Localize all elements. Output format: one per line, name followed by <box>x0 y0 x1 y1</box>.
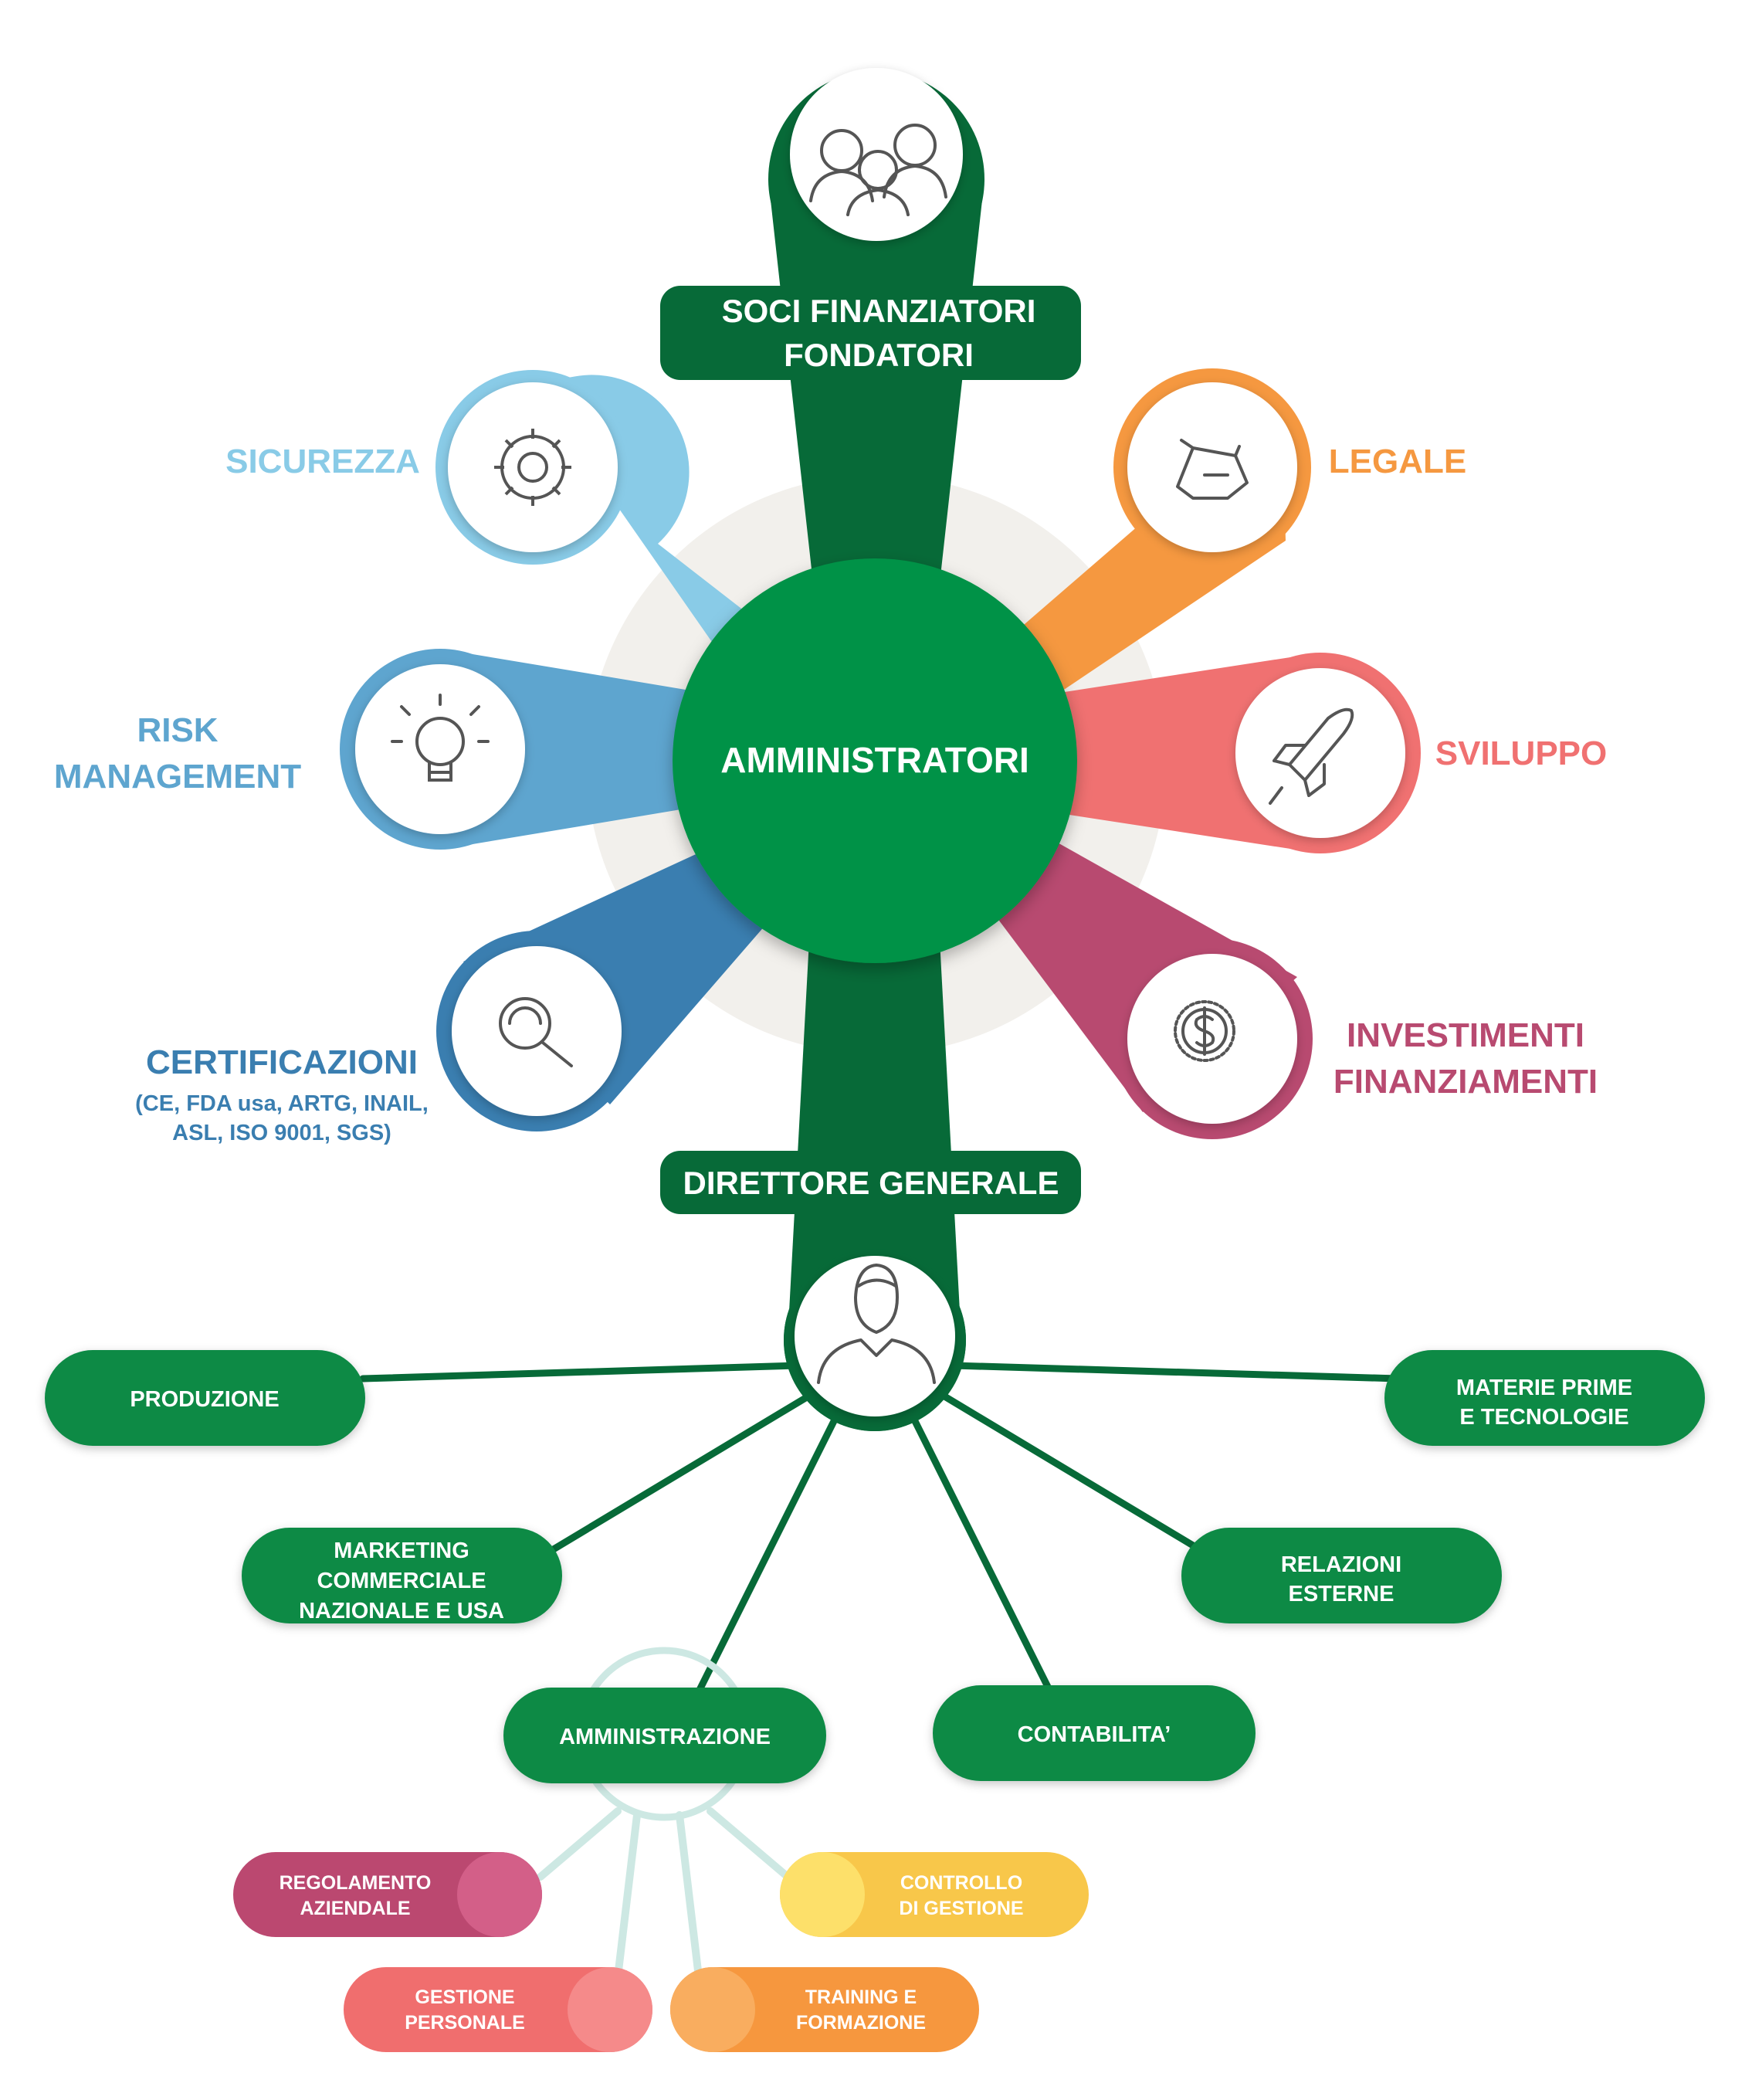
risk-icon-circle <box>355 664 525 834</box>
risk-label-line2: MANAGEMENT <box>54 758 301 796</box>
investimenti-label-line1: INVESTIMENTI <box>1347 1016 1584 1054</box>
dept-marketing-line1: MARKETING <box>334 1539 469 1563</box>
sub-gestione-line1: GESTIONE <box>415 1986 514 2008</box>
sub-gestione-line2: PERSONALE <box>405 2012 525 2034</box>
center-circle <box>673 558 1077 963</box>
top-icon-circle <box>790 68 963 241</box>
certificazioni-sub1: (CE, FDA usa, ARTG, INAIL, <box>135 1091 429 1116</box>
dept-amministrazione: AMMINISTRAZIONE <box>503 1688 826 1783</box>
top-label-line2: FONDATORI <box>784 337 974 373</box>
center-label: AMMINISTRATORI <box>720 740 1029 780</box>
dollar-coin-icon <box>1174 1000 1235 1062</box>
handshake-icon <box>1176 439 1249 500</box>
legale-label: LEGALE <box>1329 443 1466 480</box>
dept-materie-line2: E TECNOLOGIE <box>1459 1405 1628 1430</box>
sub-gestione: GESTIONE PERSONALE <box>344 1967 652 2052</box>
sub-regolamento-line2: AZIENDALE <box>300 1898 410 1919</box>
lightbulb-icon <box>391 694 490 782</box>
rocket-icon <box>1269 707 1354 805</box>
director-icon-circle <box>795 1256 955 1416</box>
sviluppo-label: SVILUPPO <box>1435 734 1608 772</box>
dept-amministrazione-label: AMMINISTRAZIONE <box>559 1725 771 1749</box>
dept-relazioni-line2: ESTERNE <box>1289 1582 1394 1606</box>
dept-contabilita: CONTABILITA’ <box>933 1685 1256 1781</box>
sub-controllo: CONTROLLO DI GESTIONE <box>780 1852 1089 1937</box>
dept-produzione: PRODUZIONE <box>45 1350 365 1446</box>
director-label: DIRETTORE GENERALE <box>683 1165 1059 1201</box>
sub-controllo-line2: DI GESTIONE <box>899 1898 1023 1919</box>
sub-training-line1: TRAINING E <box>805 1986 917 2008</box>
sub-training: TRAINING E FORMAZIONE <box>670 1967 979 2052</box>
people-group-icon <box>809 124 947 216</box>
legale-icon-circle <box>1127 382 1297 552</box>
dept-marketing-line3: NAZIONALE E USA <box>299 1599 504 1623</box>
sub-controllo-line1: CONTROLLO <box>900 1872 1022 1894</box>
dept-relazioni-line1: RELAZIONI <box>1281 1552 1401 1577</box>
dept-contabilita-label: CONTABILITA’ <box>1018 1722 1171 1747</box>
dept-materie: MATERIE PRIME E TECNOLOGIE <box>1384 1350 1705 1446</box>
sviluppo-icon-circle <box>1235 668 1405 838</box>
sicurezza-label: SICUREZZA <box>225 443 420 480</box>
sub-training-line2: FORMAZIONE <box>796 2012 926 2034</box>
investimenti-label-line2: FINANZIAMENTI <box>1333 1063 1598 1101</box>
person-icon <box>817 1264 936 1384</box>
dept-marketing-line2: COMMERCIALE <box>317 1569 486 1593</box>
dept-materie-line1: MATERIE PRIME <box>1456 1376 1632 1400</box>
gear-icon <box>494 429 571 506</box>
top-label-box <box>660 286 1081 380</box>
risk-label-line1: RISK <box>137 711 218 749</box>
director-label-box <box>660 1151 1081 1214</box>
dept-relazioni: RELAZIONI ESTERNE <box>1181 1528 1502 1623</box>
dept-produzione-label: PRODUZIONE <box>130 1387 279 1412</box>
sub-regolamento: REGOLAMENTO AZIENDALE <box>233 1852 542 1937</box>
certificazioni-icon-circle <box>452 946 622 1116</box>
top-label-line1: SOCI FINANZIATORI <box>722 293 1036 329</box>
magnifier-icon <box>499 997 573 1067</box>
sub-regolamento-line1: REGOLAMENTO <box>280 1872 432 1894</box>
certificazioni-label: CERTIFICAZIONI <box>146 1043 418 1081</box>
sicurezza-icon-circle <box>448 382 618 552</box>
certificazioni-sub2: ASL, ISO 9001, SGS) <box>172 1121 391 1145</box>
dept-marketing: MARKETING COMMERCIALE NAZIONALE E USA <box>242 1528 562 1623</box>
